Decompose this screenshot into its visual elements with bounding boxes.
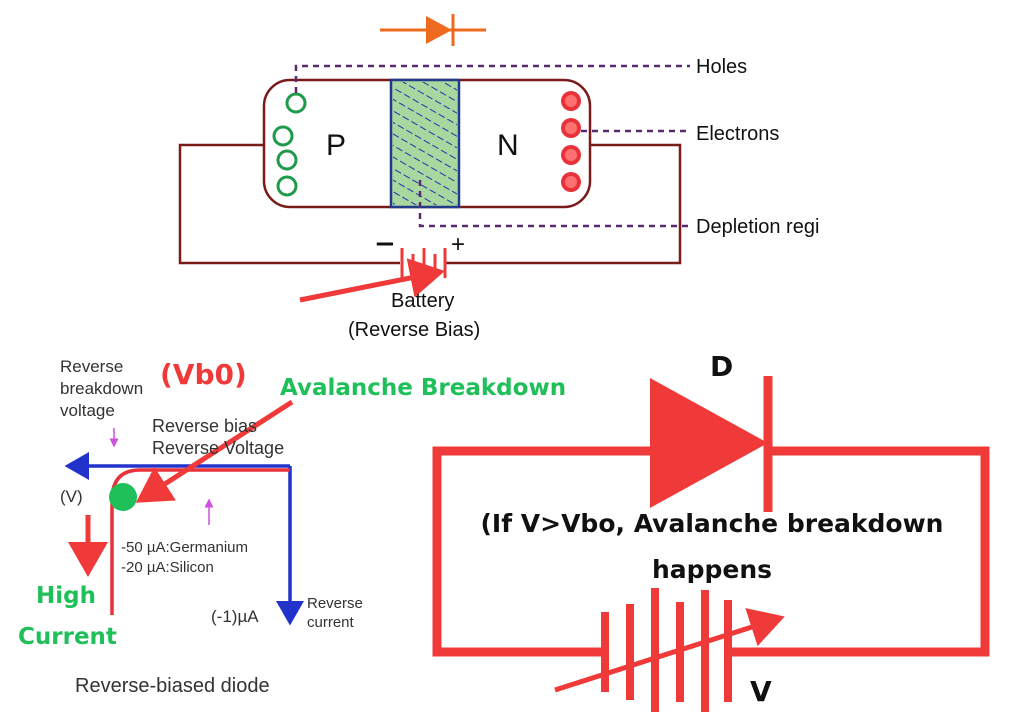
- pn-junction-diagram: P N Holes Electrons Depletion regi: [178, 14, 819, 341]
- graph-caption: Reverse-biased diode: [75, 675, 270, 697]
- battery-label: Battery: [391, 290, 454, 312]
- battery-icon: [299, 248, 447, 303]
- circuit-loop-wire: [432, 446, 990, 657]
- battery-minus-label: −: [374, 229, 396, 259]
- avalanche-breakdown-label: Avalanche Breakdown: [280, 375, 566, 401]
- battery-plus-label: +: [451, 231, 465, 258]
- holes-group: [272, 92, 307, 197]
- diode-d-label: D: [710, 350, 733, 383]
- diode-symbol-icon: [380, 14, 486, 46]
- reverse-breakdown-line3: voltage: [60, 401, 115, 420]
- avalanche-pointer-arrow: [135, 399, 294, 503]
- electrons-label: Electrons: [696, 123, 779, 145]
- depletion-region-label: Depletion regi: [696, 216, 819, 238]
- silicon-label: -20 µA:Silicon: [121, 559, 214, 576]
- holes-label: Holes: [696, 56, 747, 78]
- reverse-bias-line2: Reverse Voltage: [152, 438, 284, 458]
- p-region-label: P: [326, 129, 346, 162]
- germanium-label: -50 µA:Germanium: [121, 539, 248, 556]
- diode-d-icon: [650, 376, 773, 512]
- depletion-region: [389, 78, 461, 209]
- breakdown-point: [109, 483, 137, 511]
- current-label: Current: [18, 624, 117, 650]
- electrons-group: [561, 91, 581, 192]
- reverse-breakdown-line2: breakdown: [60, 379, 143, 398]
- reverse-current-line1: Reverse: [307, 595, 363, 612]
- vb0-label: (Vb0): [160, 358, 247, 391]
- voltage-v-label: V: [750, 675, 772, 708]
- leader-lines: [294, 64, 690, 228]
- external-circuit-wire: [178, 143, 682, 265]
- variable-battery-icon: [554, 588, 785, 712]
- minus-one-microamp-label: (-1)µA: [211, 607, 259, 626]
- condition-line2: happens: [652, 555, 772, 584]
- high-label: High: [36, 583, 96, 609]
- battery-sub-label: (Reverse Bias): [348, 319, 480, 341]
- v-axis-label: (V): [60, 487, 83, 506]
- reverse-breakdown-line1: Reverse: [60, 357, 123, 376]
- condition-line1: (If V>Vbo, Avalanche breakdown: [480, 509, 943, 538]
- n-region-label: N: [497, 129, 519, 162]
- reverse-current-line2: current: [307, 614, 355, 631]
- breakdown-circuit: D (If V>Vbo, Avalanche breakdown happens…: [432, 350, 990, 712]
- reverse-bias-line1: Reverse bias: [152, 416, 257, 436]
- iv-characteristic-graph: Reverse breakdown voltage (Vb0) Avalanch…: [18, 357, 566, 697]
